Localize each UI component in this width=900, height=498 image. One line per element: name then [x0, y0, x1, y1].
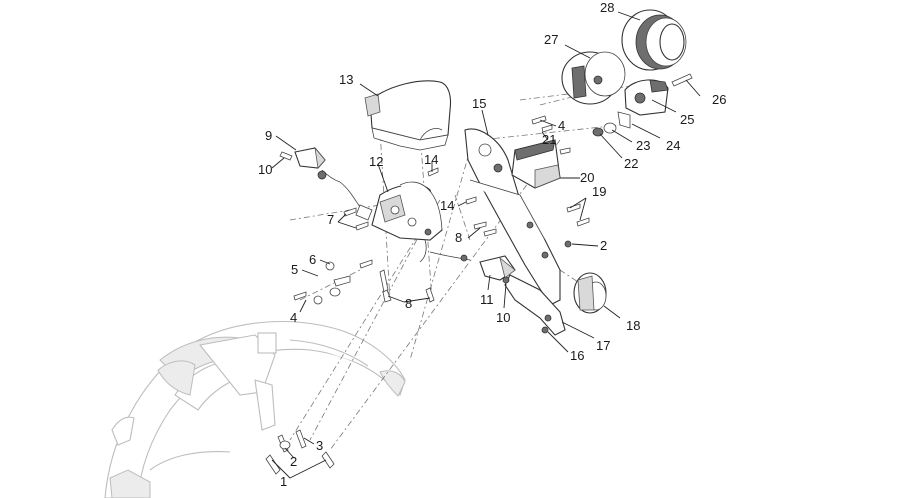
label-16: 16: [570, 348, 584, 363]
part-11-turn-signal: [429, 251, 516, 281]
hardware-screws: [265, 115, 590, 475]
part-24-bracket: [617, 111, 631, 129]
label-14-lower: 14: [440, 198, 454, 213]
part-20-license-light: [511, 139, 561, 189]
part-18-reflector: [573, 272, 607, 314]
label-21: 21: [542, 132, 556, 147]
part-17-arm: [504, 274, 566, 336]
part-labels: 1 2 2 3 4 4 5 6 7 8 8 9 10 10 11 12 13 1…: [258, 0, 726, 489]
label-19: 19: [592, 184, 606, 199]
part-9-turn-signal: [294, 146, 363, 211]
part-15-license-bracket: [464, 128, 561, 306]
part-10-screw-left: [279, 151, 293, 161]
label-28: 28: [600, 0, 614, 15]
label-4-top: 4: [558, 118, 565, 133]
label-23: 23: [636, 138, 650, 153]
part-12-housing: [355, 181, 443, 263]
label-25: 25: [680, 112, 694, 127]
label-3: 3: [316, 438, 323, 453]
label-11: 11: [480, 292, 494, 307]
label-8-lower: 8: [405, 296, 412, 311]
label-10-left: 10: [258, 162, 272, 177]
label-7: 7: [327, 212, 334, 227]
label-24: 24: [666, 138, 680, 153]
label-2-right: 2: [600, 238, 607, 253]
leader-lines: [271, 11, 701, 479]
part-22-washer: [592, 127, 604, 137]
label-5: 5: [291, 262, 298, 277]
label-9: 9: [265, 128, 272, 143]
label-4-left: 4: [290, 310, 297, 325]
assembly-lines: [289, 84, 641, 451]
part-25-lamp-body: [624, 79, 669, 116]
label-13: 13: [339, 72, 353, 87]
part-13-tail-cover: [364, 80, 452, 151]
label-26: 26: [712, 92, 726, 107]
part-26-screw: [671, 73, 693, 87]
rear-fender: [104, 321, 406, 498]
label-8-mid: 8: [455, 230, 462, 245]
label-2-lower: 2: [290, 454, 297, 469]
label-15: 15: [472, 96, 486, 111]
label-1: 1: [280, 474, 287, 489]
label-27: 27: [544, 32, 558, 47]
label-14-upper: 14: [424, 152, 438, 167]
label-12: 12: [369, 154, 383, 169]
label-10-right: 10: [496, 310, 510, 325]
part-27-lamp-base: [561, 51, 626, 105]
label-20: 20: [580, 170, 594, 185]
label-22: 22: [624, 156, 638, 171]
label-17: 17: [596, 338, 610, 353]
part-28-lens-ring: [621, 9, 687, 71]
label-6: 6: [309, 252, 316, 267]
label-18: 18: [626, 318, 640, 333]
